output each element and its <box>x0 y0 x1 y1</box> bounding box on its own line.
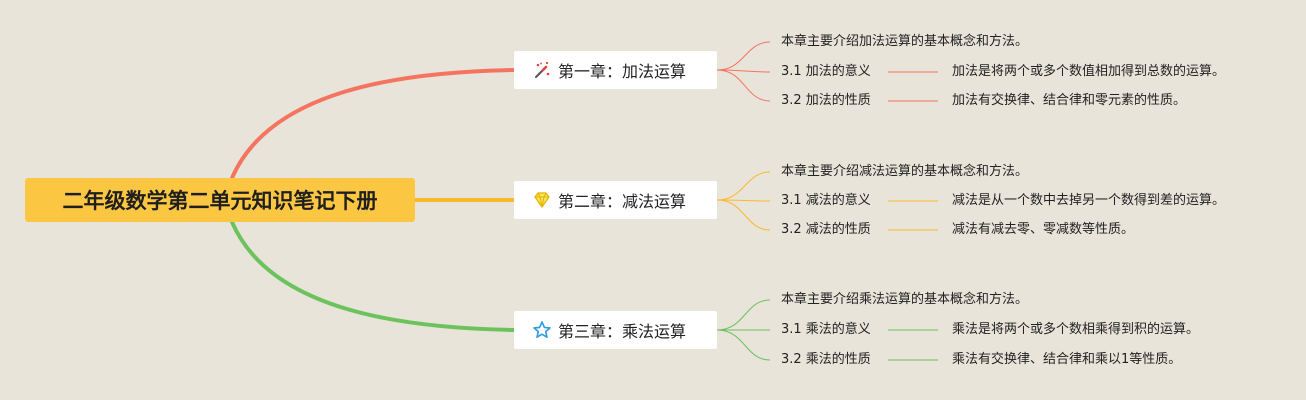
chapter-1-section-1[interactable]: 3.1 加法的意义 <box>781 64 871 79</box>
chapter-2-intro-connector <box>716 171 771 201</box>
chapter-1-intro[interactable]: 本章主要介绍加法运算的基本概念和方法。 <box>781 34 1029 49</box>
chapter-1-intro-connector <box>716 41 771 71</box>
chapter-3-node[interactable]: 第三章：乘法运算 <box>514 311 717 349</box>
chapter-2-section-1[interactable]: 3.1 减法的意义 <box>781 193 871 208</box>
chapter-1-section-2[interactable]: 3.2 加法的性质 <box>781 93 871 108</box>
branch-3-connector <box>230 220 516 332</box>
root-topic-label: 二年级数学第二单元知识笔记下册 <box>62 189 378 213</box>
chapter-2-label: 第二章：减法运算 <box>558 192 687 211</box>
chapter-3-section-2[interactable]: 3.2 乘法的性质 <box>781 352 871 367</box>
chapter-1-section-2-connector <box>716 69 771 102</box>
chapter-2-section-1-connector <box>716 199 771 202</box>
chapter-2-section-1-detail[interactable]: 减法是从一个数中去掉另一个数得到差的运算。 <box>952 193 1226 208</box>
diamond-icon <box>534 192 550 208</box>
chapter-1-node[interactable]: 第一章：加法运算 <box>514 51 717 89</box>
chapter-1-section-1-connector <box>716 69 771 73</box>
chapter-1-subconnectors <box>716 41 938 102</box>
chapter-3-intro[interactable]: 本章主要介绍乘法运算的基本概念和方法。 <box>781 292 1029 307</box>
chapter-2-section-2[interactable]: 3.2 减法的性质 <box>781 222 871 237</box>
chapter-1-section-1-detail[interactable]: 加法是将两个或多个数值相加得到总数的运算。 <box>952 64 1226 79</box>
chapter-3-section-2-detail[interactable]: 乘法有交换律、结合律和乘以1等性质。 <box>952 352 1182 367</box>
chapter-3-subconnectors <box>716 299 938 361</box>
chapter-2-section-2-connector <box>716 199 771 231</box>
star-icon <box>533 321 551 339</box>
chapter-2-subconnectors <box>716 171 938 231</box>
chapter-3-label: 第三章：乘法运算 <box>558 322 687 341</box>
magic-wand-icon <box>535 61 550 78</box>
chapter-2-node[interactable]: 第二章：减法运算 <box>514 181 717 219</box>
root-topic[interactable]: 二年级数学第二单元知识笔记下册 <box>25 178 415 222</box>
chapter-2-intro[interactable]: 本章主要介绍减法运算的基本概念和方法。 <box>781 164 1029 179</box>
chapter-3-section-1[interactable]: 3.1 乘法的意义 <box>781 322 871 337</box>
chapter-3-section-1-detail[interactable]: 乘法是将两个或多个数相乘得到积的运算。 <box>952 322 1200 337</box>
chapter-2-section-2-detail[interactable]: 减法有减去零、零减数等性质。 <box>952 222 1135 237</box>
chapter-3-section-2-connector <box>716 329 771 361</box>
chapter-1-section-2-detail[interactable]: 加法有交换律、结合律和零元素的性质。 <box>952 93 1187 108</box>
branch-1-connector <box>230 68 516 180</box>
chapter-1-label: 第一章：加法运算 <box>558 62 687 81</box>
chapter-3-intro-connector <box>716 299 771 331</box>
